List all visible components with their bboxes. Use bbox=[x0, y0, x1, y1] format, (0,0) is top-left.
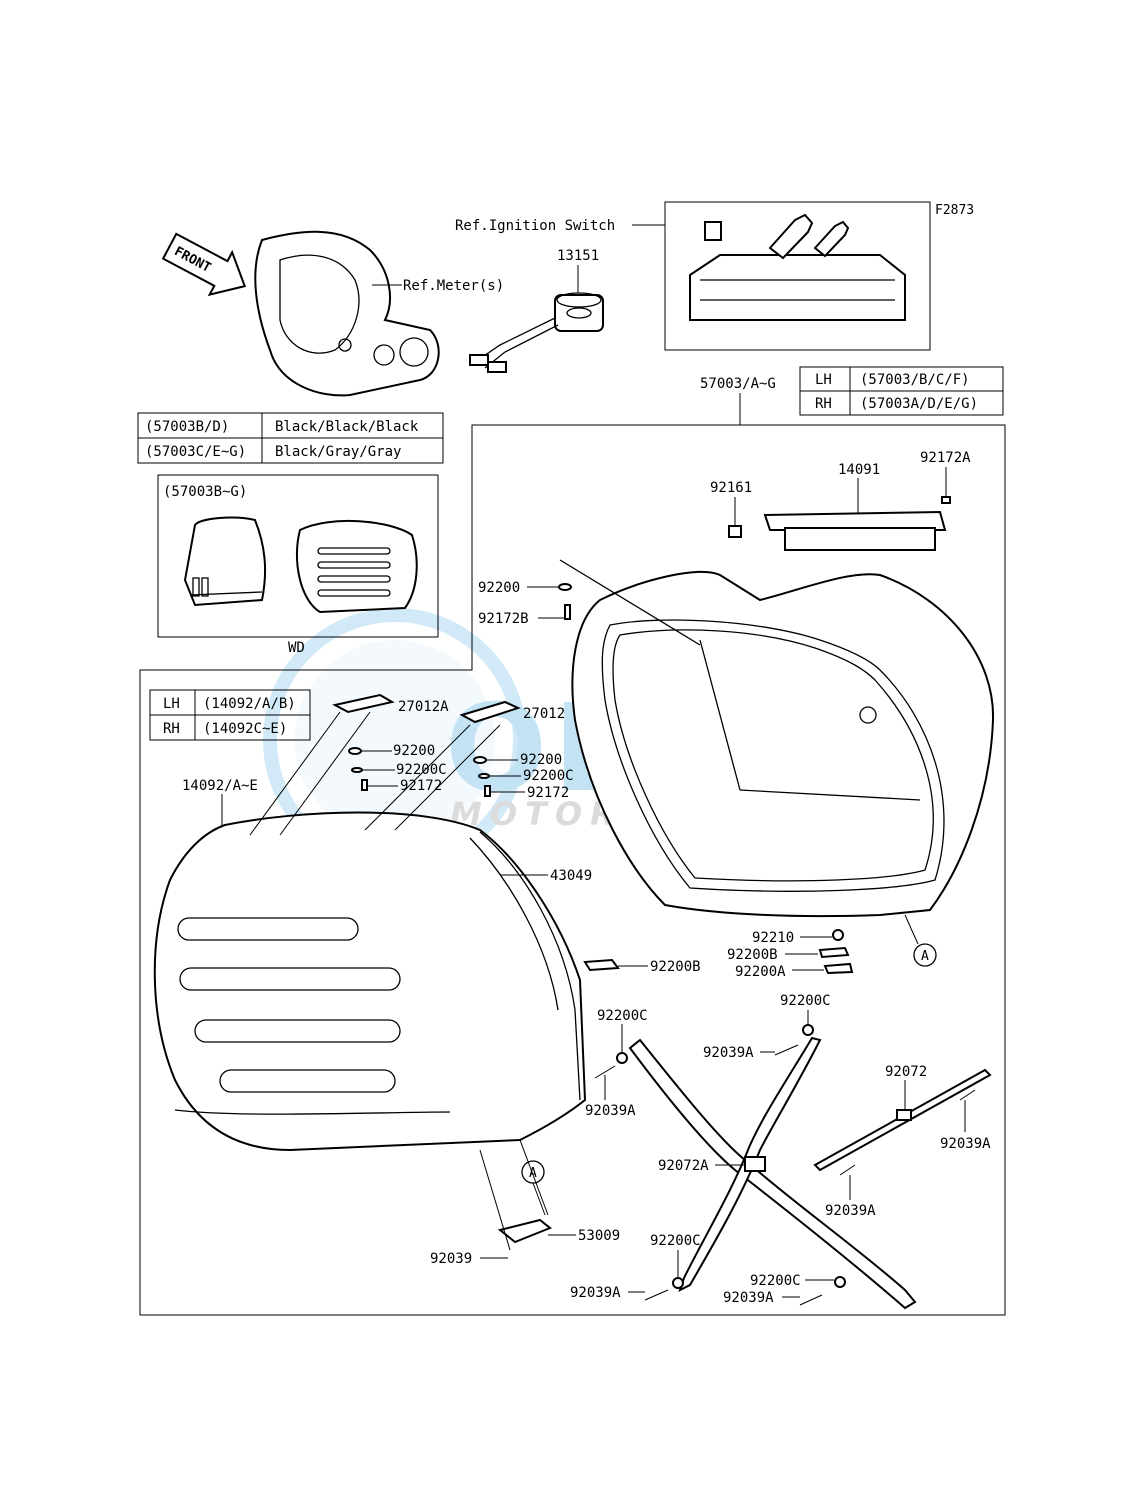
strap-92072 bbox=[813, 1068, 992, 1172]
callout-92039: 92039 bbox=[430, 1251, 472, 1267]
callout-92039A-b: 92039A bbox=[703, 1045, 754, 1061]
callout-92039A-e: 92039A bbox=[570, 1285, 621, 1301]
saddlebag-case bbox=[559, 559, 995, 918]
callout-92172A: 92172A bbox=[920, 450, 971, 466]
callout-92200B-mid: 92200B bbox=[650, 959, 701, 975]
callout-92200C-d: 92200C bbox=[750, 1273, 801, 1289]
marker-a-right-label: A bbox=[921, 949, 929, 964]
callout-92039A-c: 92039A bbox=[940, 1136, 991, 1152]
figure-code: F2873 bbox=[935, 203, 974, 218]
callout-27012: 27012 bbox=[523, 706, 565, 722]
side-table-case: LH (57003/B/C/F) RH (57003A/D/E/G) bbox=[799, 366, 1004, 416]
callout-92210: 92210 bbox=[752, 930, 794, 946]
side-table-cover: LH (14092/A/B) RH (14092C~E) bbox=[149, 689, 311, 741]
ref-meters-label: Ref.Meter(s) bbox=[403, 278, 504, 294]
ref-ignition-switch-label: Ref.Ignition Switch bbox=[455, 218, 615, 234]
callout-27012A: 27012A bbox=[398, 699, 449, 715]
inset-title: (57003B~G) bbox=[163, 484, 247, 500]
callout-92039A-a: 92039A bbox=[585, 1103, 636, 1119]
callout-14092: 14092/A~E bbox=[182, 778, 258, 794]
cover-table-side-2: RH bbox=[163, 721, 180, 737]
callout-43049: 43049 bbox=[550, 868, 592, 884]
cover-table-side-1: LH bbox=[163, 696, 180, 712]
marker-a-left: A bbox=[521, 1160, 546, 1216]
callout-92172-left: 92172 bbox=[400, 778, 442, 794]
callout-92200-right: 92200 bbox=[520, 752, 562, 768]
callout-53009: 53009 bbox=[578, 1228, 620, 1244]
bracket-53009 bbox=[497, 1218, 552, 1244]
inset-wd: (57003B~G) WD bbox=[157, 474, 439, 656]
case-table-codes-2: (57003A/D/E/G) bbox=[860, 396, 978, 412]
cover-table-codes-1: (14092/A/B) bbox=[203, 696, 296, 712]
callout-92200-top: 92200 bbox=[478, 580, 520, 596]
callout-92039A-f: 92039A bbox=[723, 1290, 774, 1306]
color-table-colors-2: Black/Gray/Gray bbox=[275, 444, 401, 460]
callout-57003: 57003/A~G bbox=[700, 376, 776, 392]
callout-92072A: 92072A bbox=[658, 1158, 709, 1174]
callout-92200C-right: 92200C bbox=[523, 768, 574, 784]
color-table-code-2: (57003C/E~G) bbox=[145, 444, 246, 460]
color-table-code-1: (57003B/D) bbox=[145, 419, 229, 435]
callout-92200-left: 92200 bbox=[393, 743, 435, 759]
hinge-27012A bbox=[332, 693, 395, 714]
strap-92072A bbox=[628, 1036, 917, 1310]
color-table: (57003B/D) Black/Black/Black (57003C/E~G… bbox=[137, 412, 444, 464]
callout-92200C-c: 92200C bbox=[650, 1233, 701, 1249]
ignition-switch-unit bbox=[689, 213, 906, 321]
main-frame bbox=[139, 424, 1006, 1316]
saddlebag-cover bbox=[153, 811, 587, 1152]
inset-caption: WD bbox=[288, 640, 305, 656]
case-table-side-1: LH bbox=[815, 372, 832, 388]
callout-92172B: 92172B bbox=[478, 611, 529, 627]
cover-table-codes-2: (14092C~E) bbox=[203, 721, 287, 737]
lock-14091 bbox=[763, 510, 947, 551]
callout-92200C-left: 92200C bbox=[396, 762, 447, 778]
ignition-switch-ref-box bbox=[664, 201, 931, 351]
case-table-codes-1: (57003/B/C/F) bbox=[860, 372, 970, 388]
callout-13151: 13151 bbox=[557, 248, 599, 264]
callout-92161: 92161 bbox=[710, 480, 752, 496]
front-arrow-icon: FRONT bbox=[161, 232, 247, 297]
callout-14091: 14091 bbox=[838, 462, 880, 478]
marker-a-right: A bbox=[904, 914, 937, 967]
callout-92200A: 92200A bbox=[735, 964, 786, 980]
callout-92072: 92072 bbox=[885, 1064, 927, 1080]
plate-92200B-mid bbox=[583, 958, 620, 972]
callout-92039A-d: 92039A bbox=[825, 1203, 876, 1219]
callout-92172-right: 92172 bbox=[527, 785, 569, 801]
hinge-27012 bbox=[459, 700, 521, 724]
callout-92200C-b: 92200C bbox=[780, 993, 831, 1009]
case-table-side-2: RH bbox=[815, 396, 832, 412]
callout-92200B-right: 92200B bbox=[727, 947, 778, 963]
socket-13151 bbox=[469, 292, 604, 373]
callout-92200C-a: 92200C bbox=[597, 1008, 648, 1024]
color-table-colors-1: Black/Black/Black bbox=[275, 419, 419, 435]
meter-housing bbox=[254, 230, 440, 397]
